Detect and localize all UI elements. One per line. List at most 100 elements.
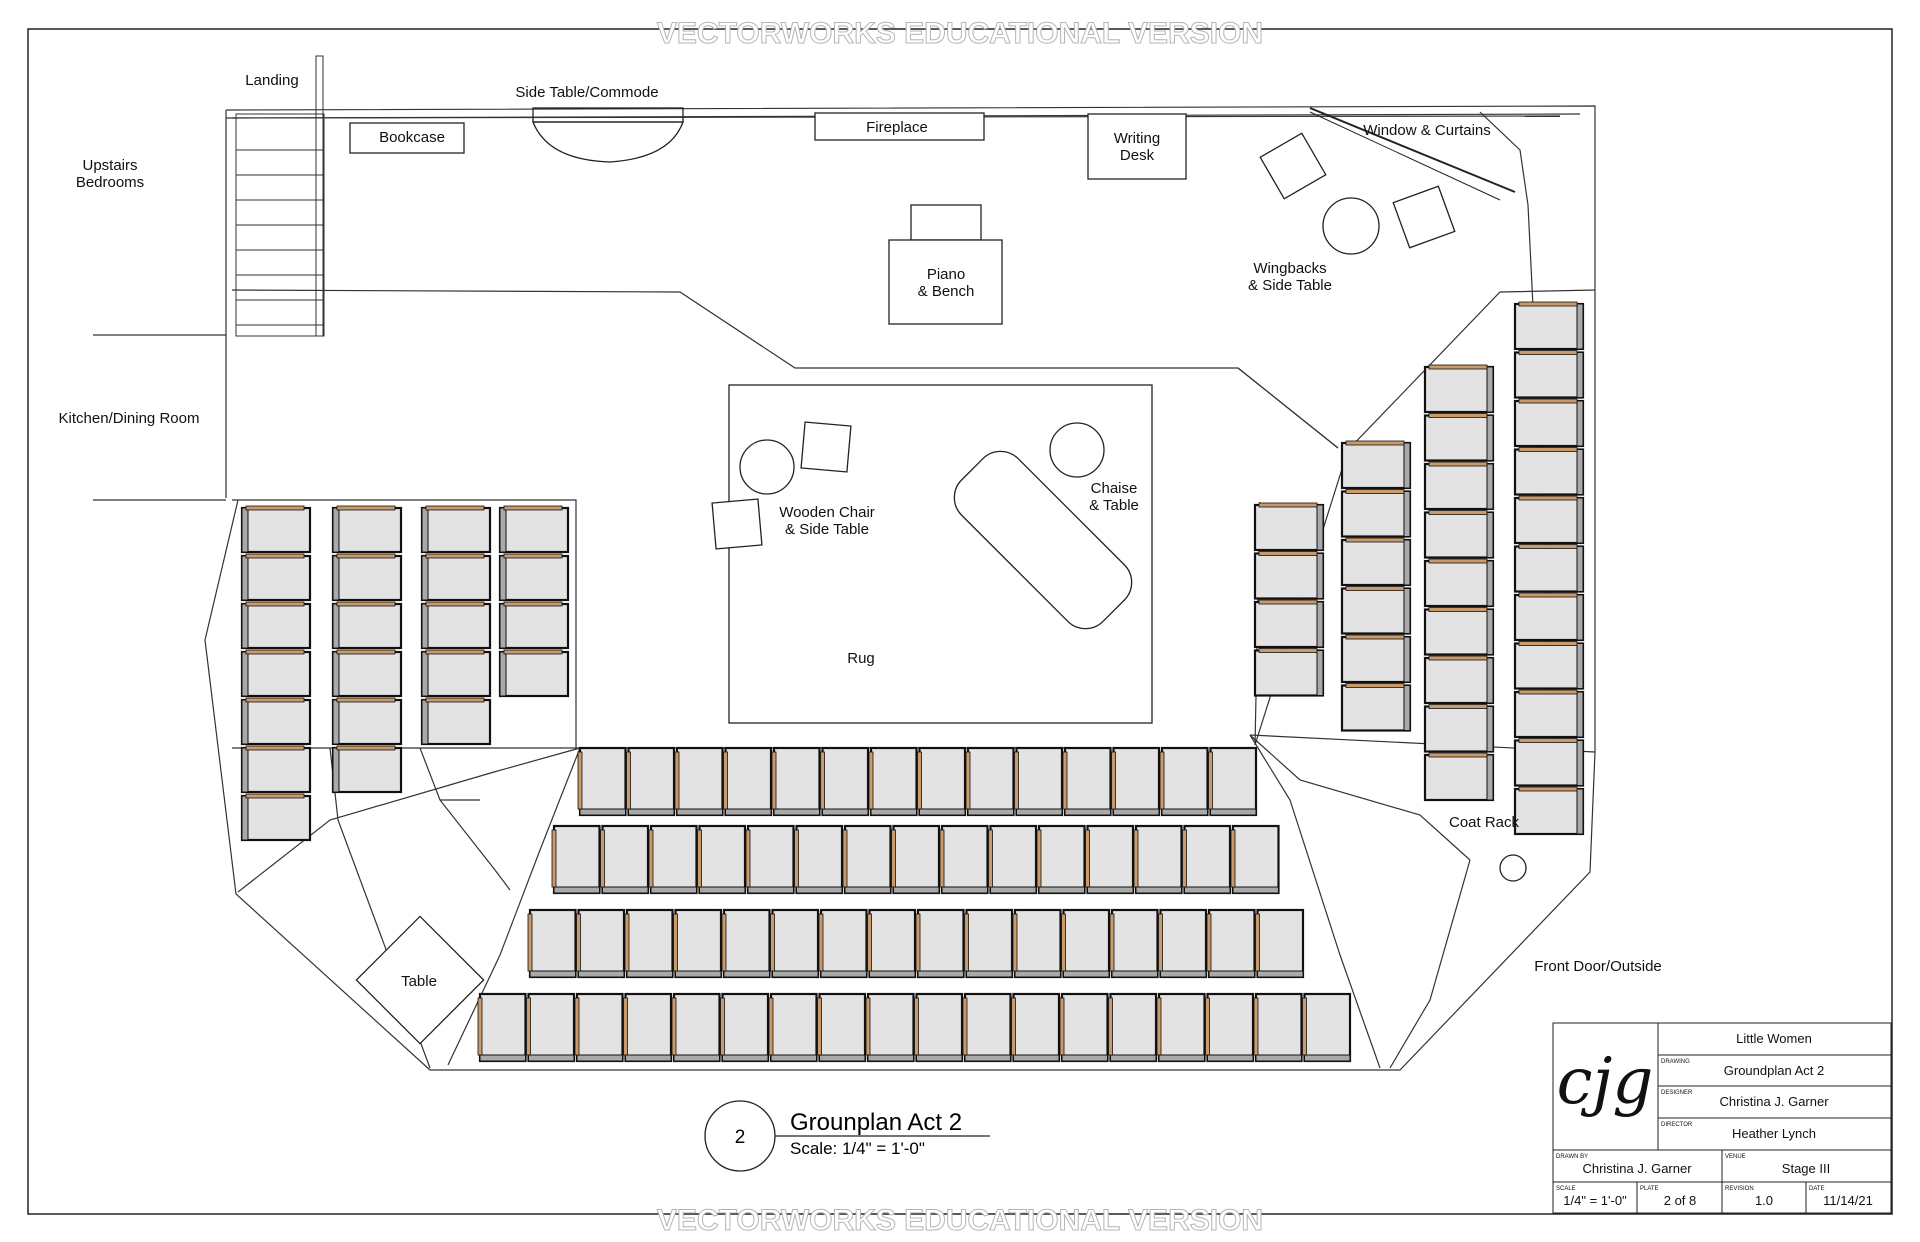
audience-seat: [1423, 704, 1495, 753]
audience-seat: [1340, 440, 1412, 490]
audience-seat: [988, 824, 1038, 895]
audience-seat: [1230, 824, 1280, 895]
wingback-1: [1259, 132, 1327, 200]
rug-shape: [728, 384, 1153, 724]
audience-seat: [1302, 992, 1352, 1063]
label-line: Upstairs: [82, 157, 137, 174]
audience-seat: [240, 649, 312, 698]
audience-seat: [623, 992, 673, 1063]
audience-seat: [1513, 398, 1585, 448]
label-line: Chaise: [1091, 480, 1138, 497]
label-line: & Bench: [918, 283, 975, 300]
window-label: Window & Curtains: [1363, 122, 1491, 139]
audience-seat: [891, 824, 941, 895]
audience-seat: [527, 908, 577, 979]
wooden-chair-2: [711, 498, 763, 550]
drawing-scale: Scale: 1/4" = 1'-0": [790, 1139, 925, 1158]
audience-seat: [1513, 738, 1585, 787]
audience-seat: [477, 992, 527, 1063]
coat-rack-label: Coat Rack: [1449, 814, 1520, 831]
staircase: [235, 55, 325, 337]
watermark-bottom: VECTORWORKS EDUCATIONAL VERSION: [657, 1204, 1263, 1237]
audience-seat: [697, 824, 747, 895]
audience-seat: [1205, 992, 1255, 1063]
writing-desk-shape: [1087, 113, 1187, 180]
audience-seat: [820, 746, 870, 817]
audience-seat: [1156, 992, 1206, 1063]
piano-label: Piano& Bench: [918, 266, 975, 300]
show-title: Little Women: [1736, 1031, 1812, 1046]
audience-seat: [1182, 824, 1232, 895]
audience-seat: [331, 601, 403, 650]
audience-seat: [420, 697, 492, 746]
audience-seat: [867, 908, 917, 979]
bookcase-shape: [349, 122, 465, 154]
audience-seat: [1206, 908, 1256, 979]
audience-seat: [648, 824, 698, 895]
audience-seat: [842, 824, 892, 895]
audience-seat: [671, 992, 721, 1063]
audience-seat: [1423, 607, 1495, 656]
label-line: & Side Table: [1248, 277, 1332, 294]
label-line: Writing: [1114, 130, 1160, 147]
audience-seat: [1014, 746, 1064, 817]
audience-seat: [1159, 746, 1209, 817]
coat-rack-shape: [1499, 854, 1527, 882]
audience-seat: [794, 824, 844, 895]
wingback-2: [1392, 185, 1456, 249]
audience-seat: [420, 553, 492, 602]
audience-seat: [914, 992, 964, 1063]
audience-seat: [1108, 992, 1158, 1063]
audience-seat: [1059, 992, 1109, 1063]
audience-seat: [1513, 689, 1585, 739]
audience-seat: [1253, 599, 1325, 649]
audience-seat: [962, 992, 1012, 1063]
chaise-shape: [953, 450, 1133, 630]
wingbacks-label: Wingbacks& Side Table: [1248, 260, 1332, 294]
audience-seat: [917, 746, 967, 817]
kitchen-label: Kitchen/Dining Room: [59, 410, 200, 427]
audience-seat: [240, 505, 312, 554]
audience-seat: [240, 553, 312, 602]
audience-seat: [551, 824, 601, 895]
audience-seat: [1253, 992, 1303, 1063]
venue-value: Stage III: [1782, 1161, 1830, 1176]
audience-seat: [498, 601, 570, 650]
audience-seat: [576, 908, 626, 979]
audience-seat: [1513, 350, 1585, 399]
audience-seat: [526, 992, 576, 1063]
audience-seat: [240, 601, 312, 650]
bookcase-label: Bookcase: [379, 129, 445, 146]
audience-seat: [331, 553, 403, 602]
audience-seat: [745, 824, 795, 895]
audience-seat: [768, 992, 818, 1063]
title-block: [1552, 1022, 1892, 1214]
audience-seat: [964, 908, 1014, 979]
piano-shape: [888, 239, 1003, 325]
label-line: & Table: [1089, 497, 1139, 514]
audience-seat: [498, 649, 570, 698]
table-label: Table: [401, 973, 437, 990]
audience-seat: [1133, 824, 1183, 895]
label-line: Wooden Chair: [779, 504, 875, 521]
director-caption: DIRECTOR: [1661, 1122, 1693, 1128]
side-table-shape: [532, 121, 684, 163]
audience-seat: [965, 746, 1015, 817]
wooden-chair-1: [800, 421, 852, 473]
audience-seat: [624, 908, 674, 979]
drawing-value: Groundplan Act 2: [1724, 1063, 1824, 1078]
drawing-caption: DRAWING: [1661, 1059, 1690, 1065]
wingback-table: [1322, 197, 1380, 255]
audience-seat: [1513, 301, 1585, 351]
audience-seat: [1012, 908, 1062, 979]
director-value: Heather Lynch: [1732, 1126, 1816, 1141]
audience-seat: [1208, 746, 1258, 817]
scale-caption: SCALE: [1556, 1186, 1576, 1192]
rug-label: Rug: [847, 650, 875, 667]
audience-seat: [868, 746, 918, 817]
chaise-label: Chaise& Table: [1089, 480, 1139, 514]
audience-seat: [1513, 641, 1585, 690]
audience-seat: [1340, 683, 1412, 732]
audience-seat: [1011, 992, 1061, 1063]
